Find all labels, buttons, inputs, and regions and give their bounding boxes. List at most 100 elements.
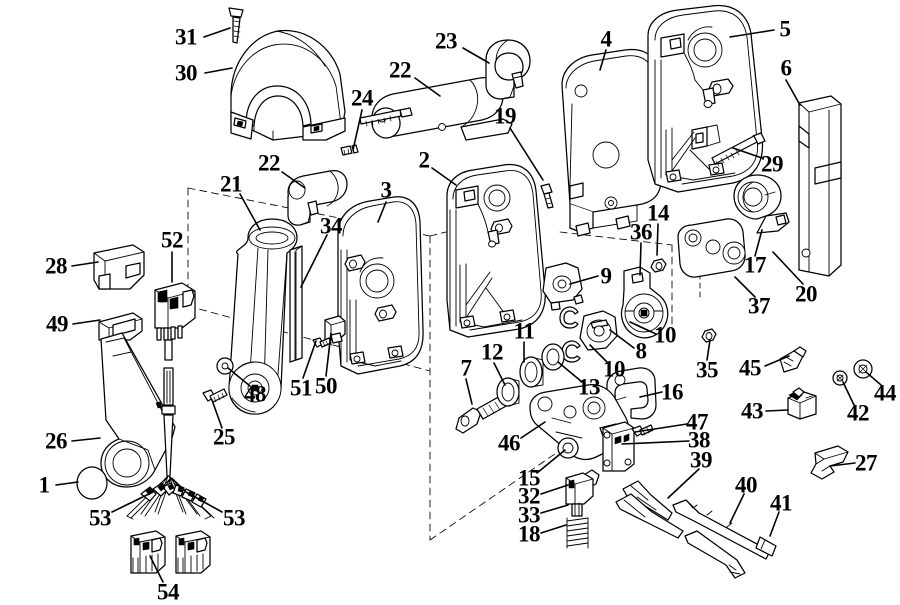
callout-leader-26 xyxy=(71,437,101,442)
callout-leader-20 xyxy=(772,251,804,285)
part-29-bolt xyxy=(711,132,766,167)
part-2-housing-half xyxy=(446,163,546,338)
part-10-snap-ring-a xyxy=(561,340,581,363)
callout-number-c53a: 53 xyxy=(89,505,112,531)
callout-number-c10a: 10 xyxy=(654,322,677,348)
callout-number-c48: 48 xyxy=(244,381,267,407)
part-3-housing-half xyxy=(337,196,424,375)
callout-leader-49 xyxy=(72,319,101,325)
callout-leader-50 xyxy=(325,332,332,377)
callout-leader-19 xyxy=(509,127,544,181)
callout-leader-30 xyxy=(204,67,233,74)
part-13-washer xyxy=(541,343,565,371)
callout-leader-6 xyxy=(785,79,801,106)
callout-leader-37 xyxy=(734,276,756,298)
part-38-switch xyxy=(602,421,635,472)
part-1-grommet xyxy=(76,466,108,500)
part-51-screw xyxy=(312,337,332,348)
callout-number-c35: 35 xyxy=(696,357,719,383)
callout-number-c26: 26 xyxy=(45,428,68,454)
part-18-spring xyxy=(566,517,589,549)
callout-leader-40 xyxy=(729,493,745,524)
callout-number-c14: 14 xyxy=(647,200,670,226)
callout-number-c30: 30 xyxy=(175,60,198,86)
part-24-screw xyxy=(340,107,413,156)
callout-number-c49: 49 xyxy=(46,311,69,337)
callout-number-c32: 32 xyxy=(518,483,541,509)
callout-number-c38: 38 xyxy=(688,427,711,453)
part-10-snap-ring-b xyxy=(559,306,579,329)
callout-number-c52: 52 xyxy=(161,227,184,253)
part-49-clip xyxy=(98,312,143,341)
part-22-upper-grip xyxy=(371,77,513,141)
callout-number-c9: 9 xyxy=(600,263,613,289)
callout-number-c2: 2 xyxy=(418,147,431,173)
callout-number-c42: 42 xyxy=(847,400,870,426)
part-43-terminal xyxy=(787,387,817,420)
callout-number-c19: 19 xyxy=(494,103,517,129)
callout-leader-22 xyxy=(414,77,441,97)
callout-leader-2 xyxy=(431,167,457,186)
part-30-top-cover xyxy=(230,29,346,141)
part-11-bushing xyxy=(519,356,544,388)
callout-leader-3 xyxy=(377,201,387,223)
callout-number-c34: 34 xyxy=(320,213,343,239)
callout-leader-53 xyxy=(111,491,154,513)
part-25-bolt xyxy=(202,388,228,403)
callout-number-c46: 46 xyxy=(498,430,521,456)
callout-leader-35 xyxy=(706,339,711,361)
part-37-link-arm xyxy=(677,218,746,278)
part-42-washer xyxy=(832,370,848,386)
callout-number-c10b: 10 xyxy=(603,356,626,382)
part-35-nut xyxy=(701,328,717,343)
part-23-lever-knob xyxy=(485,39,531,100)
part-40-lead xyxy=(672,499,771,560)
callout-leader-lines xyxy=(55,27,882,583)
part-45-lamp xyxy=(779,346,807,373)
callout-leader-23 xyxy=(462,47,490,64)
callout-number-c21: 21 xyxy=(220,171,243,197)
callout-leader-39 xyxy=(667,468,700,499)
callout-leader-38 xyxy=(621,440,690,445)
callout-leader-51 xyxy=(302,340,317,379)
part-54-connector-blocks xyxy=(130,530,211,574)
part-36-lock-plate xyxy=(620,266,669,339)
callout-leader-32 xyxy=(540,484,569,495)
callout-number-c15: 15 xyxy=(518,465,541,491)
callout-leader-17 xyxy=(754,229,763,257)
callout-leader-48 xyxy=(227,367,251,387)
callout-leader-25 xyxy=(211,399,223,429)
callout-leader-29 xyxy=(732,147,763,159)
callout-number-c1: 1 xyxy=(38,472,51,498)
callout-number-c24: 24 xyxy=(351,85,374,111)
callout-number-c13: 13 xyxy=(578,374,601,400)
callout-leader-21 xyxy=(239,193,261,231)
part-31-screw xyxy=(228,7,244,44)
part-52-connector-plug xyxy=(154,282,196,341)
callout-number-c43: 43 xyxy=(741,398,764,424)
part-39-leads xyxy=(615,480,684,539)
part-16-bracket-lever xyxy=(606,367,657,420)
callout-leader-16 xyxy=(639,391,663,398)
callout-number-c20: 20 xyxy=(795,281,818,307)
callout-number-c22b: 22 xyxy=(258,150,281,176)
part-27-clip-bracket xyxy=(810,445,849,480)
part-21-control-lever xyxy=(228,218,298,415)
callout-number-c51: 51 xyxy=(290,375,313,401)
callout-leader-18 xyxy=(540,524,567,534)
callout-leader-45 xyxy=(764,355,790,367)
callout-number-c33: 33 xyxy=(518,502,541,528)
callout-number-c25: 25 xyxy=(213,424,236,450)
callout-number-c47: 47 xyxy=(686,409,709,435)
part-48-washer xyxy=(216,357,234,375)
callout-number-c31: 31 xyxy=(175,24,198,50)
callout-leader-31 xyxy=(203,27,231,38)
callout-leader-9 xyxy=(569,275,599,285)
callout-leader-41 xyxy=(769,511,780,537)
part-19-long-screw xyxy=(540,183,554,209)
callout-leader-36 xyxy=(639,242,642,276)
callout-number-c18: 18 xyxy=(518,521,541,547)
callout-number-c37: 37 xyxy=(748,293,771,319)
callout-number-c4: 4 xyxy=(600,26,613,52)
